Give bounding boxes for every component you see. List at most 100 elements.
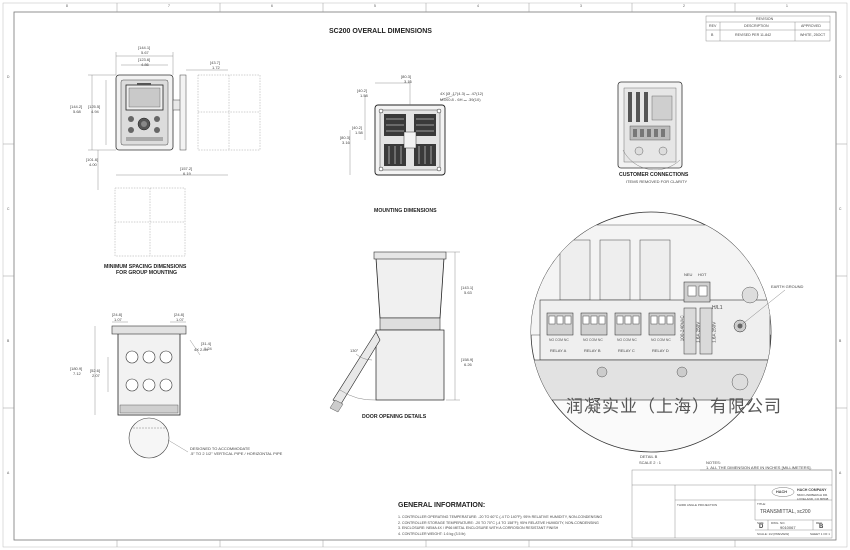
border-col-label: 5 bbox=[374, 4, 376, 8]
border-row-label: B bbox=[7, 339, 10, 343]
dim-label: [101.6] bbox=[86, 157, 99, 162]
revision-head: REVISION bbox=[756, 17, 774, 21]
general-item: 1. CONTROLLER OPERATING TEMPERATURE: -20… bbox=[398, 515, 603, 519]
spacing-label: MINIMUM SPACING DIMENSIONS bbox=[104, 264, 187, 270]
dim-label: 3.16 bbox=[342, 140, 350, 145]
border-row-label: B bbox=[839, 339, 842, 343]
general-title: GENERAL INFORMATION: bbox=[398, 502, 486, 509]
dim-label: [157.2] bbox=[180, 166, 193, 171]
dim-label: 1.58 bbox=[355, 130, 363, 135]
general-item: 2. CONTROLLER STORAGE TEMPERATURE: -20 T… bbox=[398, 520, 599, 525]
revision-col: APPROVED bbox=[801, 24, 821, 28]
dim-label: [123.6] bbox=[138, 57, 151, 62]
hl-label: H/L1 bbox=[712, 305, 723, 311]
revision-cell: REVISED PER 11-842 bbox=[735, 33, 772, 37]
dim-label: 4.94 bbox=[91, 109, 99, 114]
title-label: TITLE: bbox=[757, 502, 767, 506]
customer-note: ITEMS REMOVED FOR CLARITY bbox=[626, 179, 688, 184]
dim-label: [80.3] bbox=[401, 74, 412, 79]
rating-label: 1.6A 250V bbox=[695, 321, 701, 343]
border-col-label: 7 bbox=[168, 4, 170, 8]
dim-label: 7.12 bbox=[73, 371, 81, 376]
revision-table bbox=[705, 15, 831, 42]
dim-label: [158.9] bbox=[461, 357, 474, 362]
detail-view bbox=[530, 211, 786, 453]
border-row-label: D bbox=[7, 75, 10, 79]
rev-label: REV bbox=[816, 521, 823, 525]
relay-sub: NO COM NC bbox=[583, 338, 603, 342]
revision-col: REV bbox=[709, 24, 717, 28]
dim-label: [80.3] bbox=[340, 135, 351, 140]
revision-cell: WHITE, 25OCT bbox=[800, 33, 826, 37]
notes-head: NOTES: bbox=[706, 460, 721, 465]
third-angle: THIRD ANGLE PROJECTION bbox=[677, 503, 718, 507]
dim-label: 3.16 bbox=[404, 79, 412, 84]
customer-label: CUSTOMER CONNECTIONS bbox=[619, 172, 689, 178]
dim-label: 1.72 bbox=[212, 65, 220, 70]
general-item: 3. ENCLOSURE: NEMA 4X / IP66 METAL ENCLO… bbox=[398, 526, 559, 531]
mount-note: M5X0.8 - 6H ⌴ .39(10) bbox=[440, 97, 481, 102]
revision-cell: B bbox=[711, 33, 714, 37]
border-col-label: 2 bbox=[683, 4, 685, 8]
dim-label: [125.5] bbox=[88, 104, 101, 109]
revision-col: DESCRIPTION bbox=[744, 24, 769, 28]
dim-label: [143.1] bbox=[461, 285, 474, 290]
dim-label: 5.67 bbox=[141, 50, 149, 55]
size-label: SIZE bbox=[757, 521, 764, 525]
border-row-label: C bbox=[839, 207, 842, 211]
spacing-label: FOR GROUP MOUNTING bbox=[116, 270, 178, 276]
relay-label: RELAY C bbox=[618, 348, 635, 353]
rev-value: B bbox=[819, 524, 824, 530]
border-row-label: A bbox=[839, 471, 842, 475]
dim-label: [31.4] bbox=[201, 341, 212, 346]
general-item: 4. CONTROLLER WEIGHT: 1.6 kg (3.5 lb) bbox=[398, 531, 466, 536]
border-row-label: A bbox=[7, 471, 10, 475]
border-col-label: 1 bbox=[786, 4, 788, 8]
spacing-squares bbox=[114, 74, 261, 257]
side-note: DESIGNED TO ACCOMMODATE bbox=[190, 446, 251, 451]
customer-view bbox=[617, 81, 683, 171]
dim-label: 1.07 bbox=[176, 317, 184, 322]
sheet-label: SHEET 1 OF 1 bbox=[810, 532, 830, 536]
rating-label: 100-240VAC bbox=[679, 315, 685, 342]
relay-sub: NO COM NC bbox=[651, 338, 671, 342]
neu-label: NEU bbox=[684, 272, 693, 277]
company-address: 5600 LINDBERGH DR. bbox=[797, 493, 829, 497]
company-address: LOVELAND, CO 80538 bbox=[797, 497, 829, 501]
border-row-label: D bbox=[839, 75, 842, 79]
dwg-value: 9010067 bbox=[780, 525, 796, 530]
border-col-label: 4 bbox=[477, 4, 479, 8]
dim-label: 1.24 bbox=[204, 346, 212, 351]
company-name: HACH COMPANY bbox=[797, 488, 827, 492]
mounting-label: MOUNTING DIMENSIONS bbox=[374, 208, 437, 214]
border-col-label: 8 bbox=[66, 4, 68, 8]
scale-label: SCALE: 1/2 [PREVIEW] bbox=[757, 532, 790, 536]
hot-label: HOT bbox=[698, 272, 707, 277]
side-note: .5" TO 2 1/2" VERTICAL PIPE / HORIZONTAL… bbox=[190, 451, 283, 456]
border-col-label: 3 bbox=[580, 4, 582, 8]
mounting-view bbox=[349, 80, 456, 176]
relay-sub: NO COM NC bbox=[549, 338, 569, 342]
front-view bbox=[88, 52, 228, 190]
relay-label: RELAY A bbox=[550, 348, 567, 353]
dim-label: [52.6] bbox=[90, 368, 101, 373]
title-value: TRANSMITTAL, sc200 bbox=[760, 509, 811, 515]
dim-label: 4.00 bbox=[89, 162, 97, 167]
door-angle: 130° bbox=[350, 348, 359, 353]
dim-label: 1.58 bbox=[360, 93, 368, 98]
dim-label: 4X 2.84 bbox=[194, 347, 208, 352]
dim-label: [40.2] bbox=[352, 125, 363, 130]
dim-label: [180.9] bbox=[70, 366, 83, 371]
watermark-text: 润凝实业（上海）有限公司 bbox=[566, 397, 782, 417]
border-col-label: 6 bbox=[271, 4, 273, 8]
dim-label: 6.19 bbox=[183, 171, 191, 176]
door-view bbox=[329, 251, 460, 413]
door-label: DOOR OPENING DETAILS bbox=[362, 414, 427, 420]
border-row-label: C bbox=[7, 207, 10, 211]
dim-label: [144.1] bbox=[138, 45, 151, 50]
rating-label: 1.6A 250V bbox=[711, 321, 717, 343]
relay-sub: NO COM NC bbox=[617, 338, 637, 342]
